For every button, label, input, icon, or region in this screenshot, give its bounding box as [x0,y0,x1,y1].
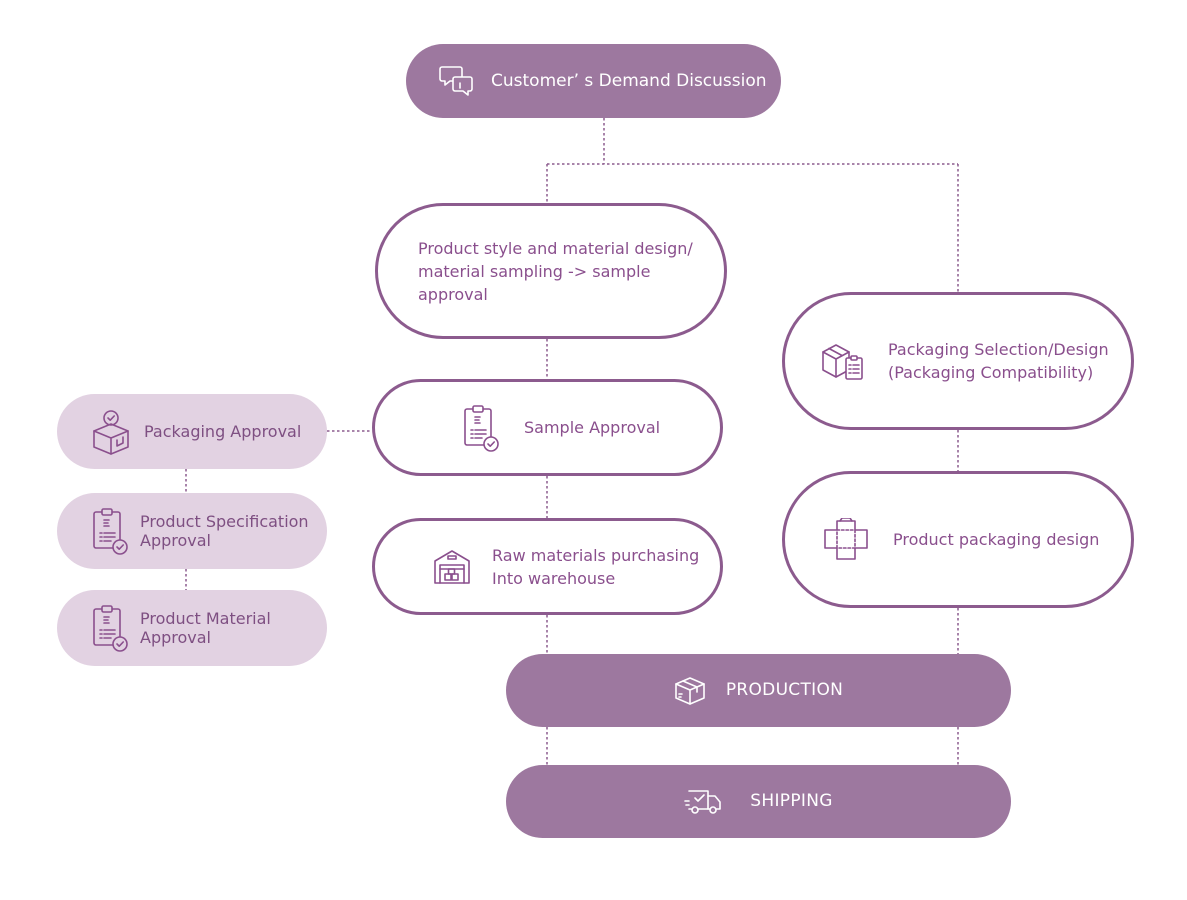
clipboard-check-icon [90,604,130,652]
delivery-truck-icon [684,787,722,817]
node-spec-approval: Product Specification Approval [57,493,327,569]
node-raw-materials-label: Raw materials purchasing Into warehouse [492,545,700,588]
box-checklist-icon [820,340,866,382]
box-dieline-icon [823,517,869,562]
node-material-approval-label: Product Material Approval [140,609,271,647]
box-check-icon [92,409,130,455]
node-customer-demand-label: Customer’ s Demand Discussion [491,70,767,91]
node-sample-approval: Sample Approval [372,379,723,476]
clipboard-check-icon [461,404,501,452]
node-customer-demand: Customer’ s Demand Discussion [406,44,781,118]
node-packaging-design: Product packaging design [782,471,1134,608]
node-shipping: SHIPPING [506,765,1011,838]
node-packaging-selection: Packaging Selection/Design (Packaging Co… [782,292,1134,430]
node-material-approval: Product Material Approval [57,590,327,666]
package-icon [674,675,706,707]
node-style-material-design: Product style and material design/ mater… [375,203,727,339]
node-sample-approval-label: Sample Approval [524,418,661,437]
node-packaging-selection-label: Packaging Selection/Design (Packaging Co… [888,340,1109,382]
warehouse-icon [432,547,472,587]
node-production-label: PRODUCTION [725,680,844,700]
node-shipping-label: SHIPPING [750,791,833,811]
node-packaging-approval-label: Packaging Approval [144,422,302,441]
chat-bubbles-icon [439,64,475,98]
node-style-material-design-label: Product style and material design/ mater… [418,238,693,304]
node-packaging-approval: Packaging Approval [57,394,327,469]
node-production: PRODUCTION [506,654,1011,727]
node-spec-approval-label: Product Specification Approval [140,512,309,550]
node-packaging-design-label: Product packaging design [893,530,1100,549]
clipboard-check-icon [90,507,130,555]
node-raw-materials: Raw materials purchasing Into warehouse [372,518,723,615]
